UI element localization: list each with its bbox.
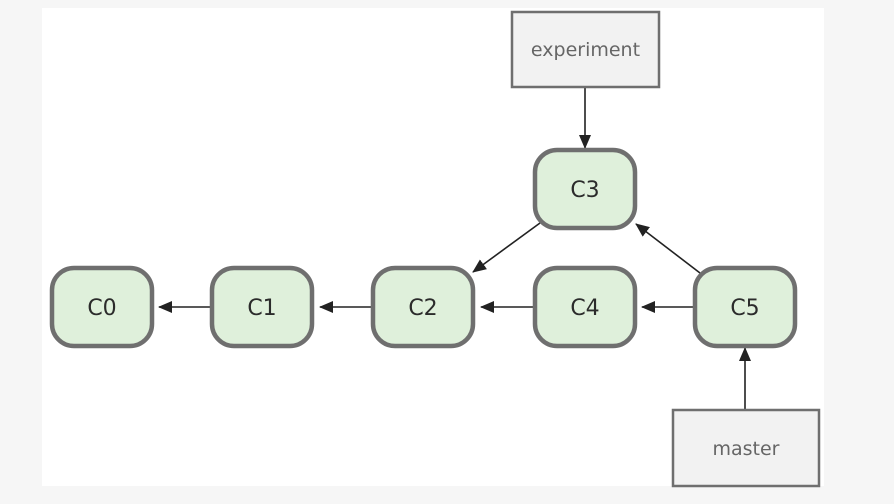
commit-c5-label: C5	[730, 296, 759, 321]
commit-c4-label: C4	[570, 296, 599, 321]
branch-master-label: master	[712, 438, 779, 460]
commit-c5: C5	[692, 265, 798, 349]
commit-c2: C2	[370, 265, 476, 349]
commit-c0: C0	[49, 265, 155, 349]
edge-c3-c2	[472, 222, 541, 273]
commit-c0-label: C0	[87, 296, 116, 321]
edge-c5-c3	[635, 223, 701, 274]
diagram-panel	[42, 8, 824, 486]
commit-c2-label: C2	[408, 296, 437, 321]
commit-c3-label: C3	[570, 178, 599, 203]
commit-c4: C4	[532, 265, 638, 349]
commit-c3: C3	[532, 147, 638, 231]
branch-experiment: experiment	[510, 10, 661, 89]
commit-c1: C1	[209, 265, 315, 349]
commit-c1-label: C1	[247, 296, 276, 321]
branch-experiment-label: experiment	[531, 39, 640, 61]
branch-master: master	[671, 408, 821, 488]
